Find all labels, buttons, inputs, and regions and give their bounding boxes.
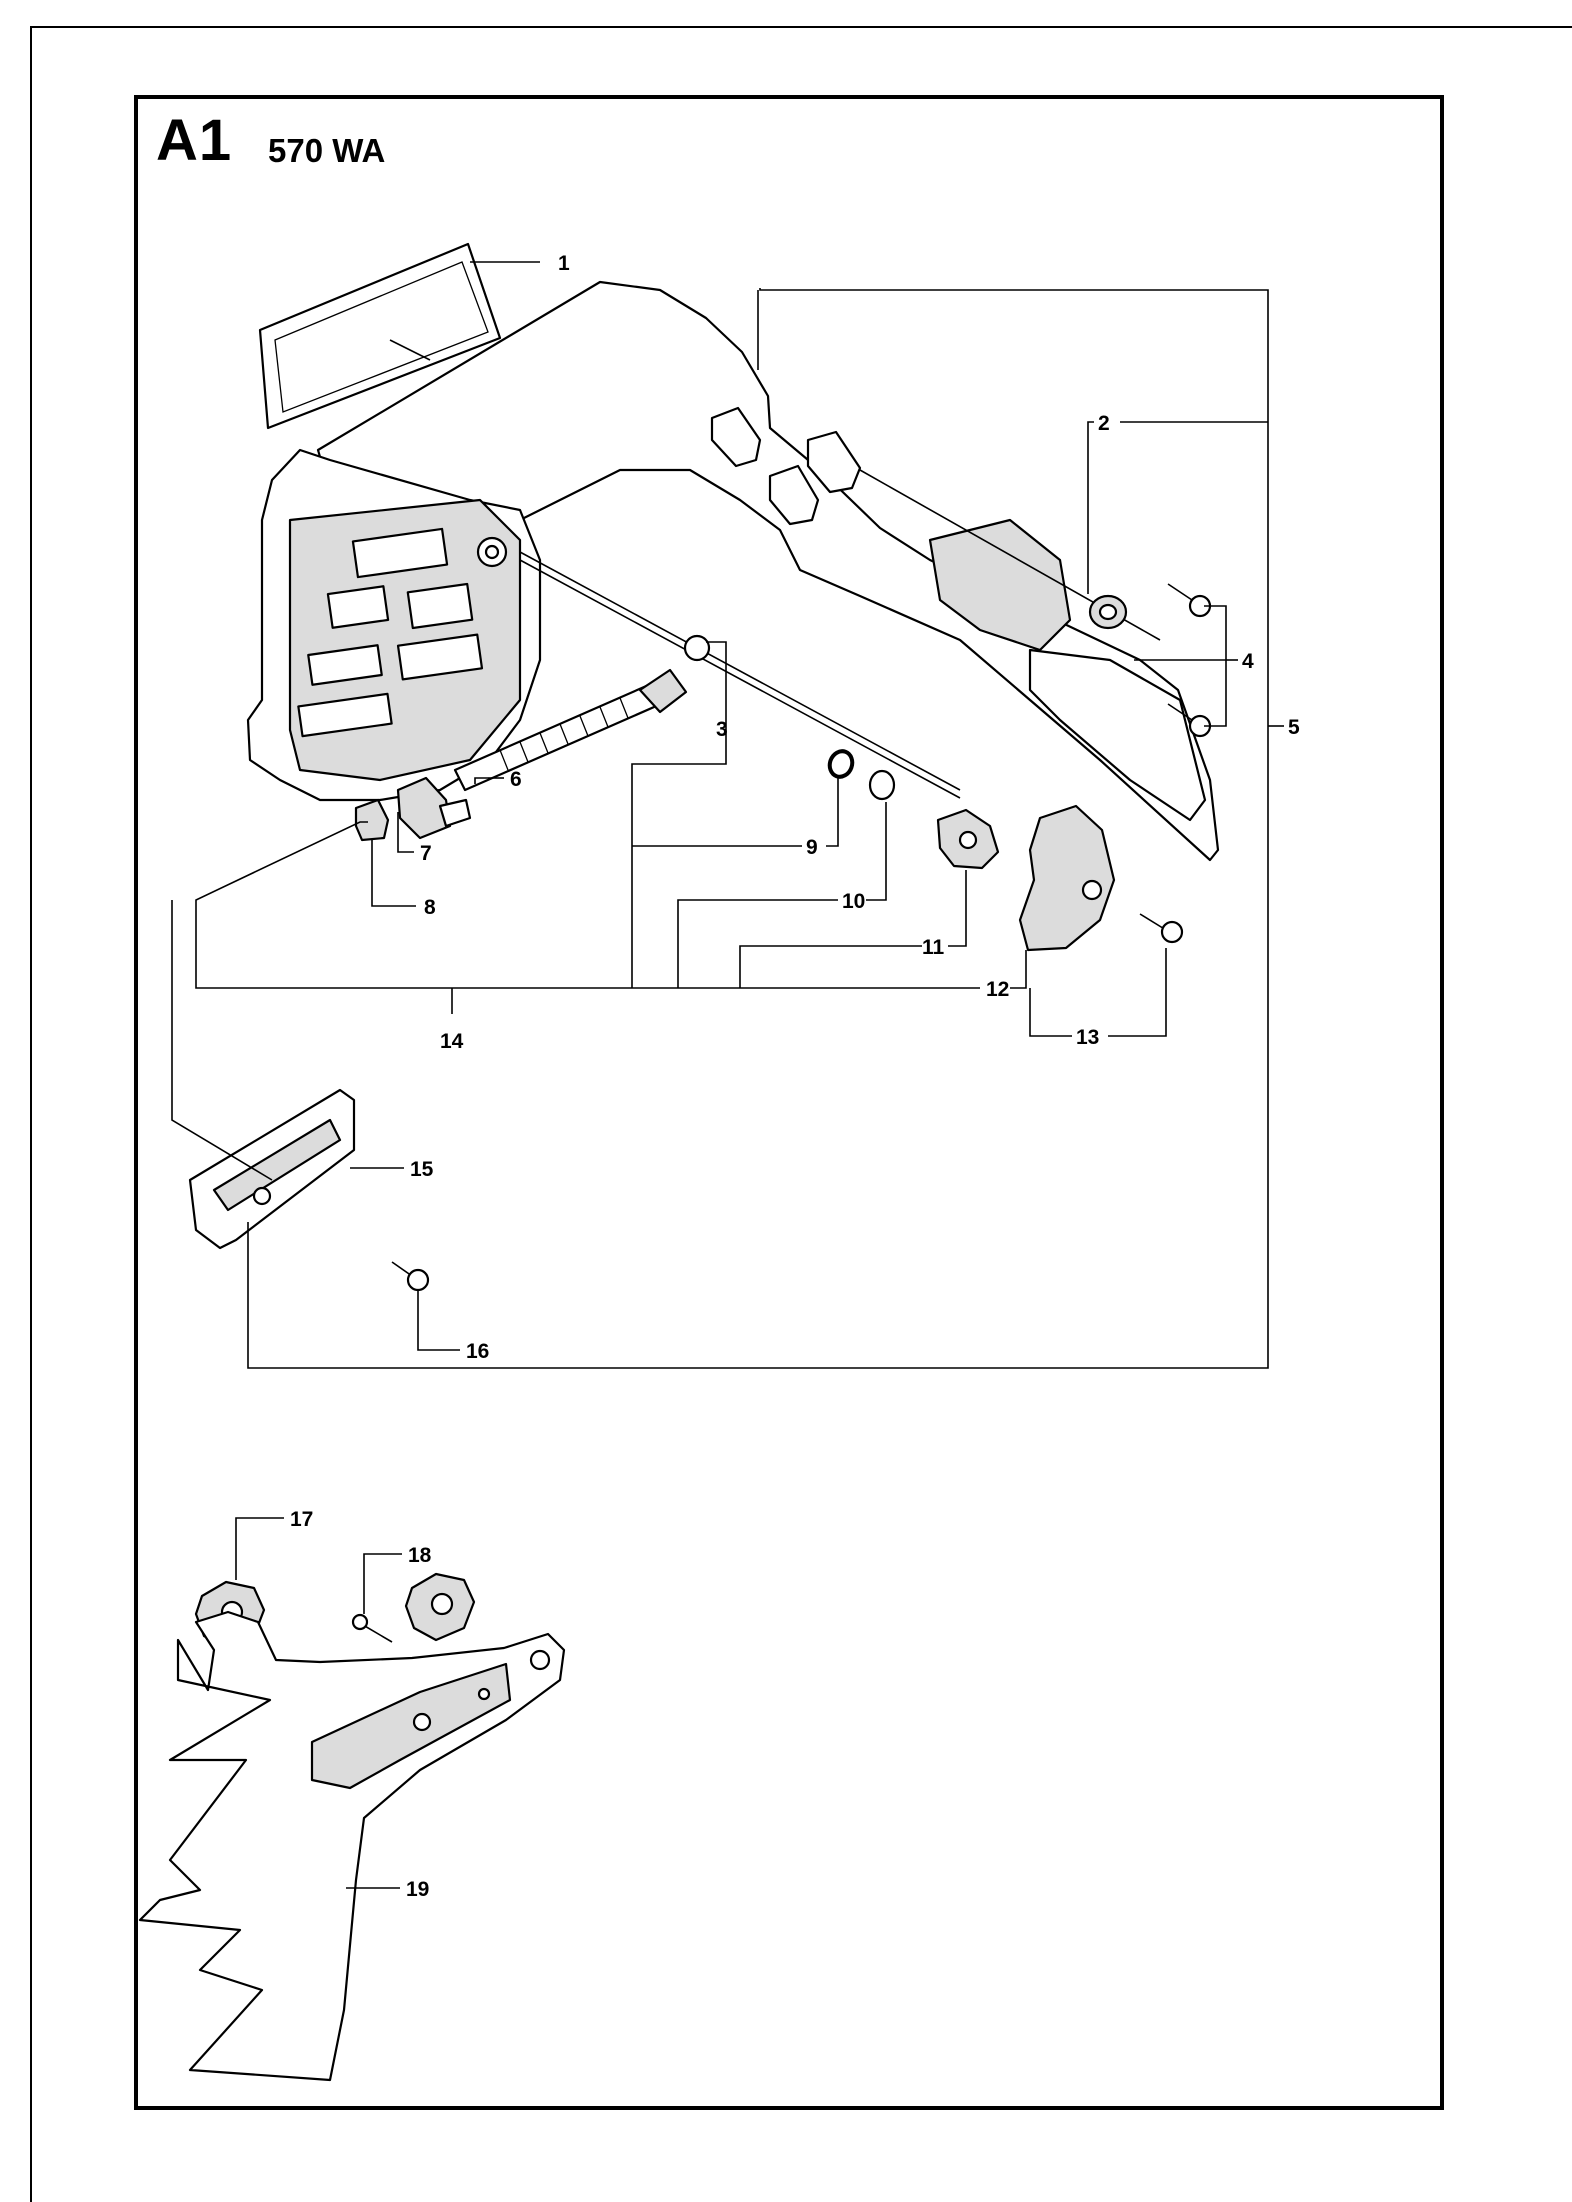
callout-8: 8 — [424, 896, 436, 919]
callout-12: 12 — [986, 978, 1009, 1001]
callout-17: 17 — [290, 1508, 313, 1531]
callout-13: 13 — [1076, 1026, 1099, 1049]
page-border-left — [30, 26, 32, 2202]
callout-3: 3 — [716, 718, 728, 741]
callout-19: 19 — [406, 1878, 429, 1901]
callout-5: 5 — [1288, 716, 1300, 739]
screw-part-4-upper — [1167, 583, 1212, 618]
callout-16: 16 — [466, 1340, 489, 1363]
diagram-frame — [134, 95, 1444, 2110]
bolt-part-18 — [351, 1613, 393, 1643]
bushing-part-2 — [1088, 594, 1128, 630]
callout-1: 1 — [558, 252, 570, 275]
screw-part-16 — [391, 1261, 430, 1292]
adjusting-screw-part-6 — [453, 668, 688, 792]
callout-labels: 1 2 3 4 5 6 7 8 9 10 11 12 13 14 15 16 1… — [290, 252, 1300, 1901]
model-name: 570 WA — [268, 132, 386, 169]
page-border-top — [30, 26, 1572, 28]
washer-part-10 — [868, 769, 896, 801]
callout-4: 4 — [1242, 650, 1254, 673]
cover-plate-part-12 — [1018, 804, 1116, 952]
callout-9: 9 — [806, 836, 818, 859]
o-ring-part-9 — [827, 749, 855, 779]
callout-6: 6 — [510, 768, 522, 791]
callout-10: 10 — [842, 890, 865, 913]
decal-part-1 — [258, 242, 502, 430]
callout-14: 14 — [440, 1030, 464, 1053]
section-code: A1 — [156, 108, 233, 173]
callout-18: 18 — [408, 1544, 432, 1567]
flange-nut-part-18-nut — [404, 1572, 476, 1642]
bumper-spike-part-19 — [138, 1610, 566, 2082]
drive-gear-part-11 — [936, 808, 1000, 870]
screw-part-13 — [1139, 913, 1184, 944]
chain-catcher-part-15 — [188, 1088, 356, 1250]
callout-11: 11 — [922, 936, 945, 959]
tensioner-nut-part-7 — [396, 776, 472, 840]
ring-part-3 — [683, 634, 711, 662]
callout-7: 7 — [420, 842, 432, 865]
callout-2: 2 — [1098, 412, 1110, 435]
leader-lines — [171, 261, 1284, 1889]
callout-15: 15 — [410, 1158, 434, 1181]
clutch-cover-body — [246, 280, 1220, 862]
small-nut-part-8 — [354, 798, 390, 842]
